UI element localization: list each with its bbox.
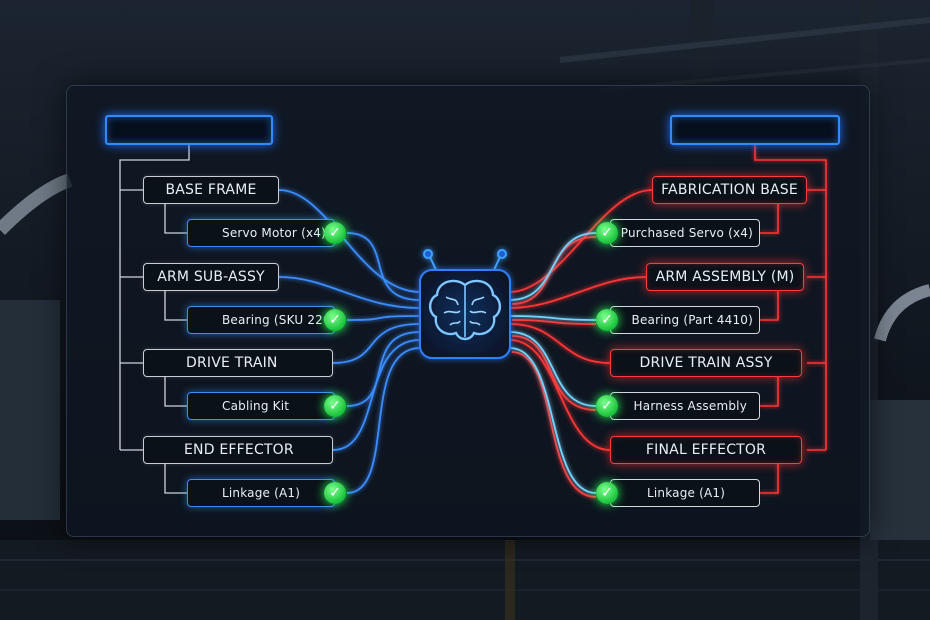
left-category-arm-sub-assy: ARM SUB-ASSY [143, 263, 279, 291]
left-item-servo-motor: Servo Motor (x4) [187, 219, 335, 247]
left-category-base-frame: BASE FRAME [143, 176, 279, 204]
right-category-final-effector: FINAL EFFECTOR [610, 436, 802, 464]
check-icon: ✓ [596, 222, 618, 244]
check-icon: ✓ [324, 395, 346, 417]
ai-brain-icon [419, 249, 511, 359]
right-title-box [670, 115, 840, 145]
left-category-end-effector: END EFFECTOR [143, 436, 333, 464]
right-category-fabrication-base: FABRICATION BASE [652, 176, 807, 204]
check-icon: ✓ [596, 395, 618, 417]
check-icon: ✓ [596, 482, 618, 504]
check-icon: ✓ [596, 309, 618, 331]
right-item-linkage: Linkage (A1) [610, 479, 760, 507]
right-item-purchased-servo: Purchased Servo (x4) [610, 219, 760, 247]
left-category-drive-train: DRIVE TRAIN [143, 349, 333, 377]
left-item-cabling-kit: Cabling Kit [187, 392, 335, 420]
right-category-arm-assembly: ARM ASSEMBLY (M) [646, 263, 804, 291]
right-item-harness-assembly: Harness Assembly [610, 392, 760, 420]
check-icon: ✓ [324, 309, 346, 331]
check-icon: ✓ [324, 482, 346, 504]
left-item-bearing-sku: Bearing (SKU 220) [187, 306, 336, 334]
right-category-drive-train-assy: DRIVE TRAIN ASSY [610, 349, 802, 377]
left-title-box [105, 115, 273, 145]
check-icon: ✓ [324, 222, 346, 244]
left-item-linkage: Linkage (A1) [187, 479, 335, 507]
right-item-bearing-part: Bearing (Part 4410) [610, 306, 760, 334]
